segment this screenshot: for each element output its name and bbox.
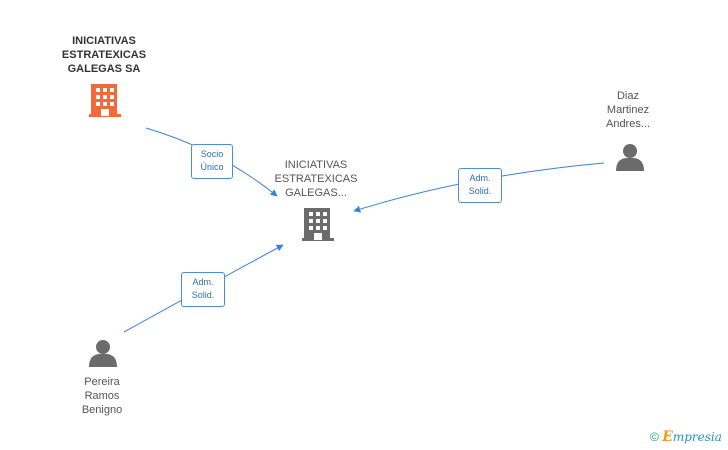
edge-label-adm-solid-left[interactable]: Adm. Solid. bbox=[181, 272, 225, 307]
person-pereira-label[interactable]: Pereira Ramos Benigno bbox=[81, 376, 123, 416]
parent-company-label[interactable]: INICIATIVAS ESTRATEXICAS GALEGAS SA bbox=[61, 35, 147, 75]
person-icon[interactable] bbox=[89, 340, 117, 367]
edge-label-socio-unico[interactable]: Socio Único bbox=[191, 144, 233, 179]
brand-logo: Empresia bbox=[662, 429, 722, 445]
person-icon[interactable] bbox=[616, 144, 644, 171]
person-diaz-label[interactable]: Diaz Martinez Andres... bbox=[605, 90, 651, 130]
copyright-icon: © bbox=[650, 430, 659, 444]
building-icon[interactable] bbox=[302, 208, 334, 241]
empresia-watermark: © Empresia bbox=[650, 429, 722, 445]
building-icon[interactable] bbox=[89, 84, 121, 117]
center-company-label[interactable]: INICIATIVAS ESTRATEXICAS GALEGAS... bbox=[274, 159, 358, 199]
edge-label-adm-solid-right[interactable]: Adm. Solid. bbox=[458, 168, 502, 203]
